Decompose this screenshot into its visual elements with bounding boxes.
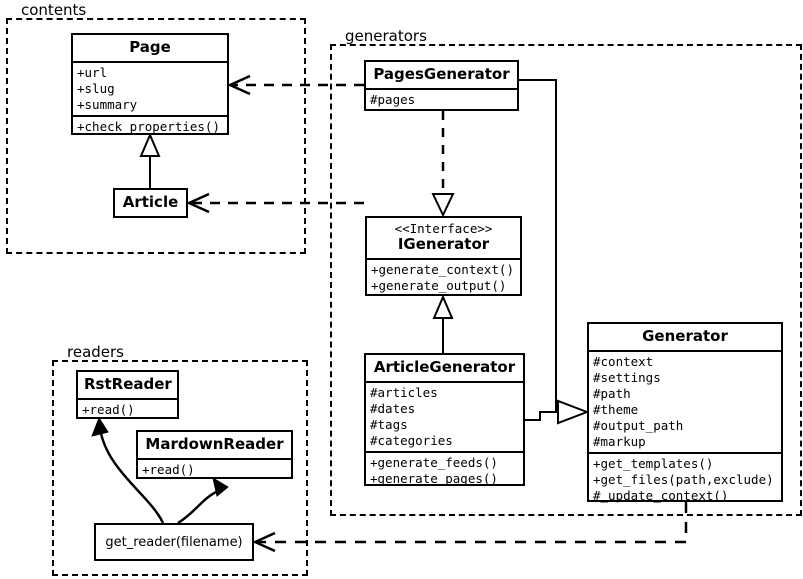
class-article-name: Article bbox=[122, 193, 179, 211]
class-member: #output_path bbox=[593, 418, 684, 433]
class-generator-name: Generator bbox=[642, 327, 728, 345]
class-member: #settings bbox=[593, 370, 661, 385]
class-pages-generator-name: PagesGenerator bbox=[373, 65, 510, 83]
class-member: #path bbox=[593, 386, 631, 401]
function-get-reader-label: get_reader(filename) bbox=[105, 534, 243, 550]
class-member: #dates bbox=[370, 401, 416, 416]
class-article-generator-attributes: #articles #dates #tags #categories bbox=[366, 381, 523, 451]
class-member: #articles bbox=[370, 385, 438, 400]
class-generator[interactable]: Generator #context #settings #path #them… bbox=[587, 322, 783, 503]
class-member: #context bbox=[593, 354, 654, 369]
class-igenerator[interactable]: <<Interface>> IGenerator +generate_conte… bbox=[365, 216, 522, 296]
class-page-attributes: +url +slug +summary bbox=[73, 61, 227, 115]
class-article-generator[interactable]: ArticleGenerator #articles #dates #tags … bbox=[364, 353, 525, 486]
class-member: +get_files(path,exclude) bbox=[593, 472, 774, 487]
class-member: #markup bbox=[593, 434, 646, 449]
class-member: +generate_feeds() bbox=[370, 455, 498, 470]
class-member: #_update_context() bbox=[593, 488, 729, 503]
class-page-operations: +check_properties() bbox=[73, 115, 227, 137]
class-member: +read() bbox=[142, 462, 195, 477]
class-page[interactable]: Page +url +slug +summary +check_properti… bbox=[71, 33, 229, 135]
class-igenerator-stereotype: <<Interface>> bbox=[394, 221, 493, 236]
function-get-reader[interactable]: get_reader(filename) bbox=[94, 523, 254, 561]
class-member: #tags bbox=[370, 417, 408, 432]
class-pages-generator-attributes: #pages bbox=[366, 88, 517, 110]
class-member: +summary bbox=[77, 97, 138, 112]
class-mardown-reader[interactable]: MardownReader +read() bbox=[136, 430, 293, 479]
class-rst-reader-operations: +read() bbox=[78, 398, 177, 420]
class-page-name: Page bbox=[129, 38, 171, 56]
class-mardown-reader-name: MardownReader bbox=[145, 435, 284, 453]
class-igenerator-name: IGenerator bbox=[397, 235, 490, 253]
class-member: #theme bbox=[593, 402, 639, 417]
class-member: +url bbox=[77, 65, 108, 80]
class-article-generator-operations: +generate_feeds() +generate_pages() bbox=[366, 451, 523, 489]
class-generator-operations: +get_templates() +get_files(path,exclude… bbox=[589, 452, 781, 506]
class-pages-generator[interactable]: PagesGenerator #pages bbox=[364, 60, 519, 111]
class-rst-reader[interactable]: RstReader +read() bbox=[76, 370, 179, 419]
package-readers bbox=[52, 360, 308, 576]
package-contents bbox=[6, 18, 306, 254]
class-member: +read() bbox=[82, 402, 135, 417]
class-article-generator-name: ArticleGenerator bbox=[373, 358, 516, 376]
class-member: +slug bbox=[77, 81, 115, 96]
class-rst-reader-name: RstReader bbox=[84, 375, 172, 393]
package-contents-label: contents bbox=[18, 2, 90, 18]
class-member: +check_properties() bbox=[77, 119, 220, 134]
package-readers-label: readers bbox=[64, 344, 127, 360]
package-generators-label: generators bbox=[342, 28, 430, 44]
class-member: +generate_context() bbox=[371, 262, 514, 277]
class-member: #categories bbox=[370, 433, 453, 448]
class-generator-attributes: #context #settings #path #theme #output_… bbox=[589, 350, 781, 452]
class-igenerator-operations: +generate_context() +generate_output() bbox=[367, 258, 520, 296]
class-member: +get_templates() bbox=[593, 456, 714, 471]
class-member: +generate_output() bbox=[371, 278, 507, 293]
class-member: +generate_pages() bbox=[370, 471, 498, 486]
class-mardown-reader-operations: +read() bbox=[138, 458, 291, 480]
class-article[interactable]: Article bbox=[113, 188, 188, 218]
class-member: #pages bbox=[370, 92, 416, 107]
